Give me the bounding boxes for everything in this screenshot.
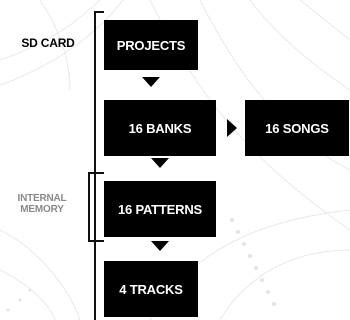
arrow-right-icon (227, 119, 237, 137)
internal-memory-bracket-top (88, 172, 104, 174)
sd-card-bracket-vertical (94, 11, 96, 320)
songs-label: 16 SONGS (265, 120, 329, 136)
internal-memory-label: INTERNAL MEMORY (0, 193, 84, 215)
arrow-down-icon (142, 77, 160, 87)
sd-card-label: SD CARD (21, 36, 75, 50)
internal-memory-bracket-vertical (88, 172, 90, 240)
internal-memory-label-line1: INTERNAL (17, 193, 67, 204)
tracks-box: 4 TRACKS (104, 261, 198, 317)
songs-box: 16 SONGS (245, 100, 349, 156)
tracks-label: 4 TRACKS (119, 281, 183, 297)
arrow-down-icon (151, 241, 169, 251)
internal-memory-bracket-bottom (88, 240, 104, 242)
projects-box: PROJECTS (104, 20, 198, 70)
arrow-down-icon (151, 158, 169, 168)
internal-memory-label-line2: MEMORY (20, 204, 64, 215)
patterns-label: 16 PATTERNS (117, 201, 202, 217)
banks-box: 16 BANKS (104, 100, 216, 156)
patterns-box: 16 PATTERNS (104, 181, 216, 237)
banks-label: 16 BANKS (128, 120, 192, 136)
projects-label: PROJECTS (116, 37, 186, 53)
sd-card-bracket-top (94, 11, 104, 13)
